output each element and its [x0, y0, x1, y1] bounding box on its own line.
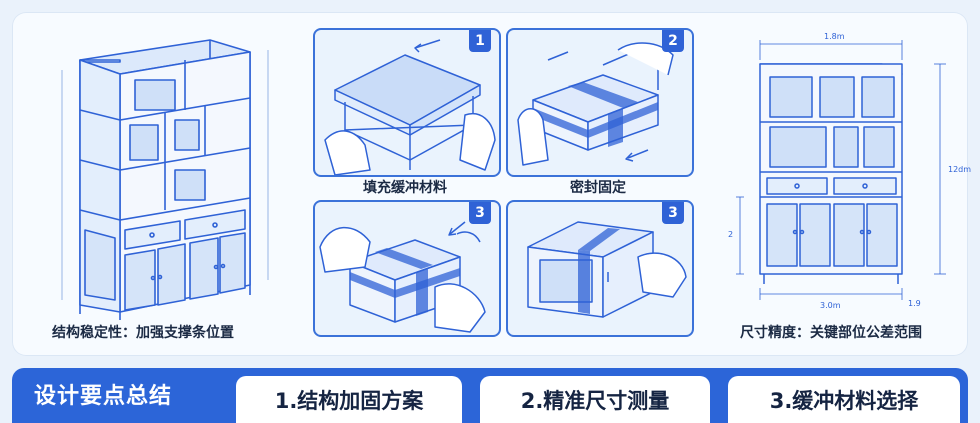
packed-cabinet-illustration — [527, 221, 687, 318]
dim-bottom-small: 1.9 — [908, 299, 921, 308]
dim-right: 12dm — [948, 165, 971, 174]
cabinet-structure-drawing — [61, 39, 269, 320]
summary-title: 设计要点总结 — [34, 384, 173, 409]
dim-bottom: 3.0m — [820, 301, 841, 310]
step-3-frame-b: 3 — [506, 200, 694, 337]
step-2-caption: 密封固定 — [570, 180, 626, 196]
step-3b-badge: 3 — [662, 202, 684, 224]
seal-box-illustration — [517, 42, 674, 166]
step-1-badge: 1 — [469, 30, 491, 52]
summary-item-structure: 1.结构加固方案 — [236, 376, 462, 423]
summary-item-measurement: 2.精准尺寸测量 — [480, 376, 710, 423]
step-1-caption: 填充缓冲材料 — [363, 180, 447, 196]
step-3a-badge: 3 — [469, 202, 491, 224]
step-1-frame: 1 — [313, 28, 501, 177]
step-2-badge: 2 — [662, 30, 684, 52]
fill-cushion-illustration — [324, 39, 496, 175]
step-3-frame-a: 3 — [313, 200, 501, 337]
cabinet-dimension-drawing: 1.8m 12dm 2 3.0m 1.9 — [728, 32, 971, 310]
step-2-frame: 2 — [506, 28, 694, 177]
summary-item-cushion: 3.缓冲材料选择 — [728, 376, 960, 423]
right-caption: 尺寸精度：关键部位公差范围 — [740, 325, 922, 341]
wrap-tape-illustration — [319, 221, 486, 333]
left-caption: 结构稳定性：加强支撑条位置 — [52, 325, 234, 341]
dim-top: 1.8m — [824, 32, 845, 41]
dim-left: 2 — [728, 230, 733, 239]
